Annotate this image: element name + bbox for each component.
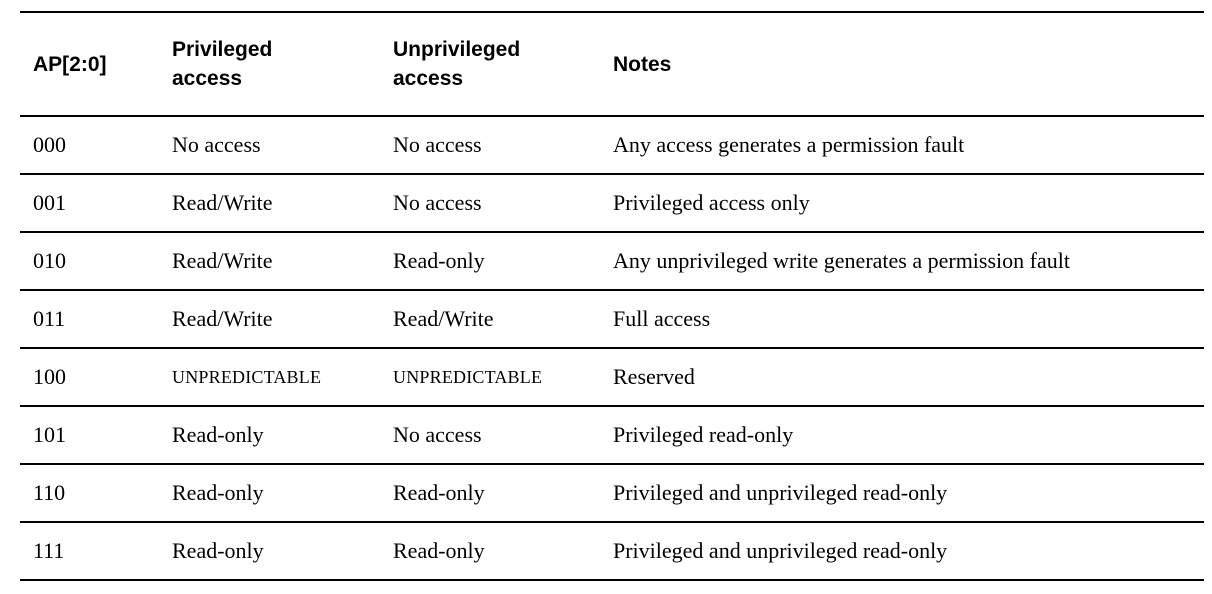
ap-value-cell: 000 bbox=[20, 116, 172, 175]
table-row: 110 Read-only Read-only Privileged and u… bbox=[20, 464, 1204, 523]
ap-value-cell: 101 bbox=[20, 406, 172, 465]
access-permissions-table: AP[2:0] Privileged access Unprivileged a… bbox=[20, 11, 1204, 581]
unprivileged-access-cell: Read-only bbox=[393, 464, 613, 523]
column-header-privileged-access-label: Privileged access bbox=[172, 38, 273, 90]
unprivileged-access-cell: Read-only bbox=[393, 232, 613, 291]
ap-value-cell: 001 bbox=[20, 174, 172, 233]
column-header-notes-label: Notes bbox=[613, 52, 672, 76]
column-header-unprivileged-access-label: Unprivileged access bbox=[393, 38, 521, 90]
privileged-access-cell: Read/Write bbox=[172, 290, 393, 349]
privileged-access-cell: No access bbox=[172, 116, 393, 175]
table-row: 000 No access No access Any access gener… bbox=[20, 116, 1204, 175]
notes-cell: Privileged access only bbox=[613, 174, 1204, 233]
table-body: 000 No access No access Any access gener… bbox=[20, 116, 1204, 581]
column-header-privileged-access: Privileged access bbox=[172, 12, 393, 117]
unprivileged-access-cell: No access bbox=[393, 116, 613, 175]
table-row: 011 Read/Write Read/Write Full access bbox=[20, 290, 1204, 349]
ap-value-cell: 111 bbox=[20, 522, 172, 581]
privileged-access-cell: Read-only bbox=[172, 522, 393, 581]
ap-value-cell: 100 bbox=[20, 348, 172, 407]
notes-cell: Privileged and unprivileged read-only bbox=[613, 464, 1204, 523]
privileged-access-cell: Read/Write bbox=[172, 174, 393, 233]
notes-cell: Reserved bbox=[613, 348, 1204, 407]
table-row: 010 Read/Write Read-only Any unprivilege… bbox=[20, 232, 1204, 291]
privileged-access-cell: Read-only bbox=[172, 406, 393, 465]
notes-cell: Privileged read-only bbox=[613, 406, 1204, 465]
table-header-row: AP[2:0] Privileged access Unprivileged a… bbox=[20, 12, 1204, 117]
column-header-unprivileged-access: Unprivileged access bbox=[393, 12, 613, 117]
ap-value-cell: 011 bbox=[20, 290, 172, 349]
notes-cell: Full access bbox=[613, 290, 1204, 349]
column-header-ap: AP[2:0] bbox=[20, 12, 172, 117]
unprivileged-access-cell: No access bbox=[393, 406, 613, 465]
privileged-access-cell: Read/Write bbox=[172, 232, 393, 291]
ap-value-cell: 110 bbox=[20, 464, 172, 523]
column-header-ap-label: AP[2:0] bbox=[33, 52, 107, 76]
unprivileged-access-cell: UNPREDICTABLE bbox=[393, 348, 613, 407]
table-row: 111 Read-only Read-only Privileged and u… bbox=[20, 522, 1204, 581]
privileged-access-cell: Read-only bbox=[172, 464, 393, 523]
table-row: 001 Read/Write No access Privileged acce… bbox=[20, 174, 1204, 233]
table-row: 101 Read-only No access Privileged read-… bbox=[20, 406, 1204, 465]
unprivileged-access-cell: Read-only bbox=[393, 522, 613, 581]
notes-cell: Privileged and unprivileged read-only bbox=[613, 522, 1204, 581]
unprivileged-access-cell: No access bbox=[393, 174, 613, 233]
notes-cell: Any unprivileged write generates a permi… bbox=[613, 232, 1204, 291]
unprivileged-access-cell: Read/Write bbox=[393, 290, 613, 349]
notes-cell: Any access generates a permission fault bbox=[613, 116, 1204, 175]
table-row: 100 UNPREDICTABLE UNPREDICTABLE Reserved bbox=[20, 348, 1204, 407]
privileged-access-cell: UNPREDICTABLE bbox=[172, 348, 393, 407]
column-header-notes: Notes bbox=[613, 12, 1204, 117]
ap-value-cell: 010 bbox=[20, 232, 172, 291]
